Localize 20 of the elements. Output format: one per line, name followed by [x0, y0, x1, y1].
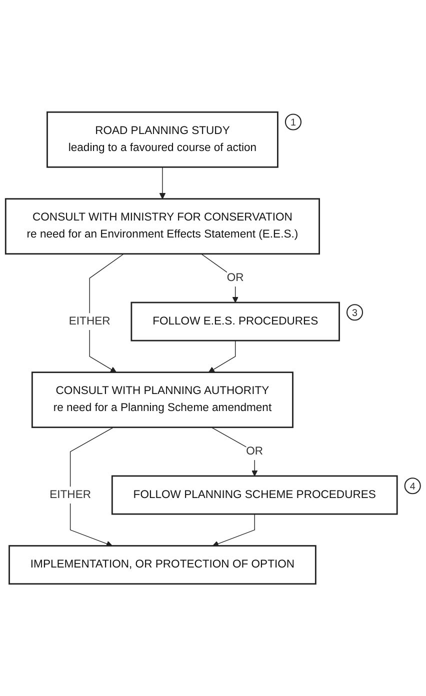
callout-number: 3	[346, 304, 364, 321]
callout-number: 4	[404, 478, 421, 494]
node-box: IMPLEMENTATION, OR PROTECTION OF OPTION	[8, 545, 316, 585]
arrow	[89, 254, 124, 373]
callout-number: 1	[284, 114, 302, 130]
edge-label: OR	[226, 272, 244, 284]
arrow	[200, 254, 238, 303]
node-box: CONSULT WITH MINISTRY FOR CONSERVATION re need for an Environment Effects Statement (E.E.S.)	[4, 198, 320, 255]
arrow	[211, 426, 258, 476]
edge-label: EITHER	[68, 315, 110, 328]
arrow	[159, 166, 166, 200]
node-box: CONSULT WITH PLANNING AUTHORITY re need for a Planning Scheme amendment	[31, 372, 294, 428]
node-box: FOLLOW PLANNING SCHEME PROCEDURES	[111, 475, 398, 515]
edge-label: OR	[246, 445, 264, 458]
arrow	[208, 340, 236, 373]
arrow	[70, 426, 114, 547]
node-box: FOLLOW E.E.S. PROCEDURES	[130, 302, 340, 342]
arrow	[212, 514, 255, 547]
node-box: ROAD PLANNING STUDY leading to a favoured course of action	[46, 111, 278, 168]
edge-label: EITHER	[50, 488, 91, 501]
